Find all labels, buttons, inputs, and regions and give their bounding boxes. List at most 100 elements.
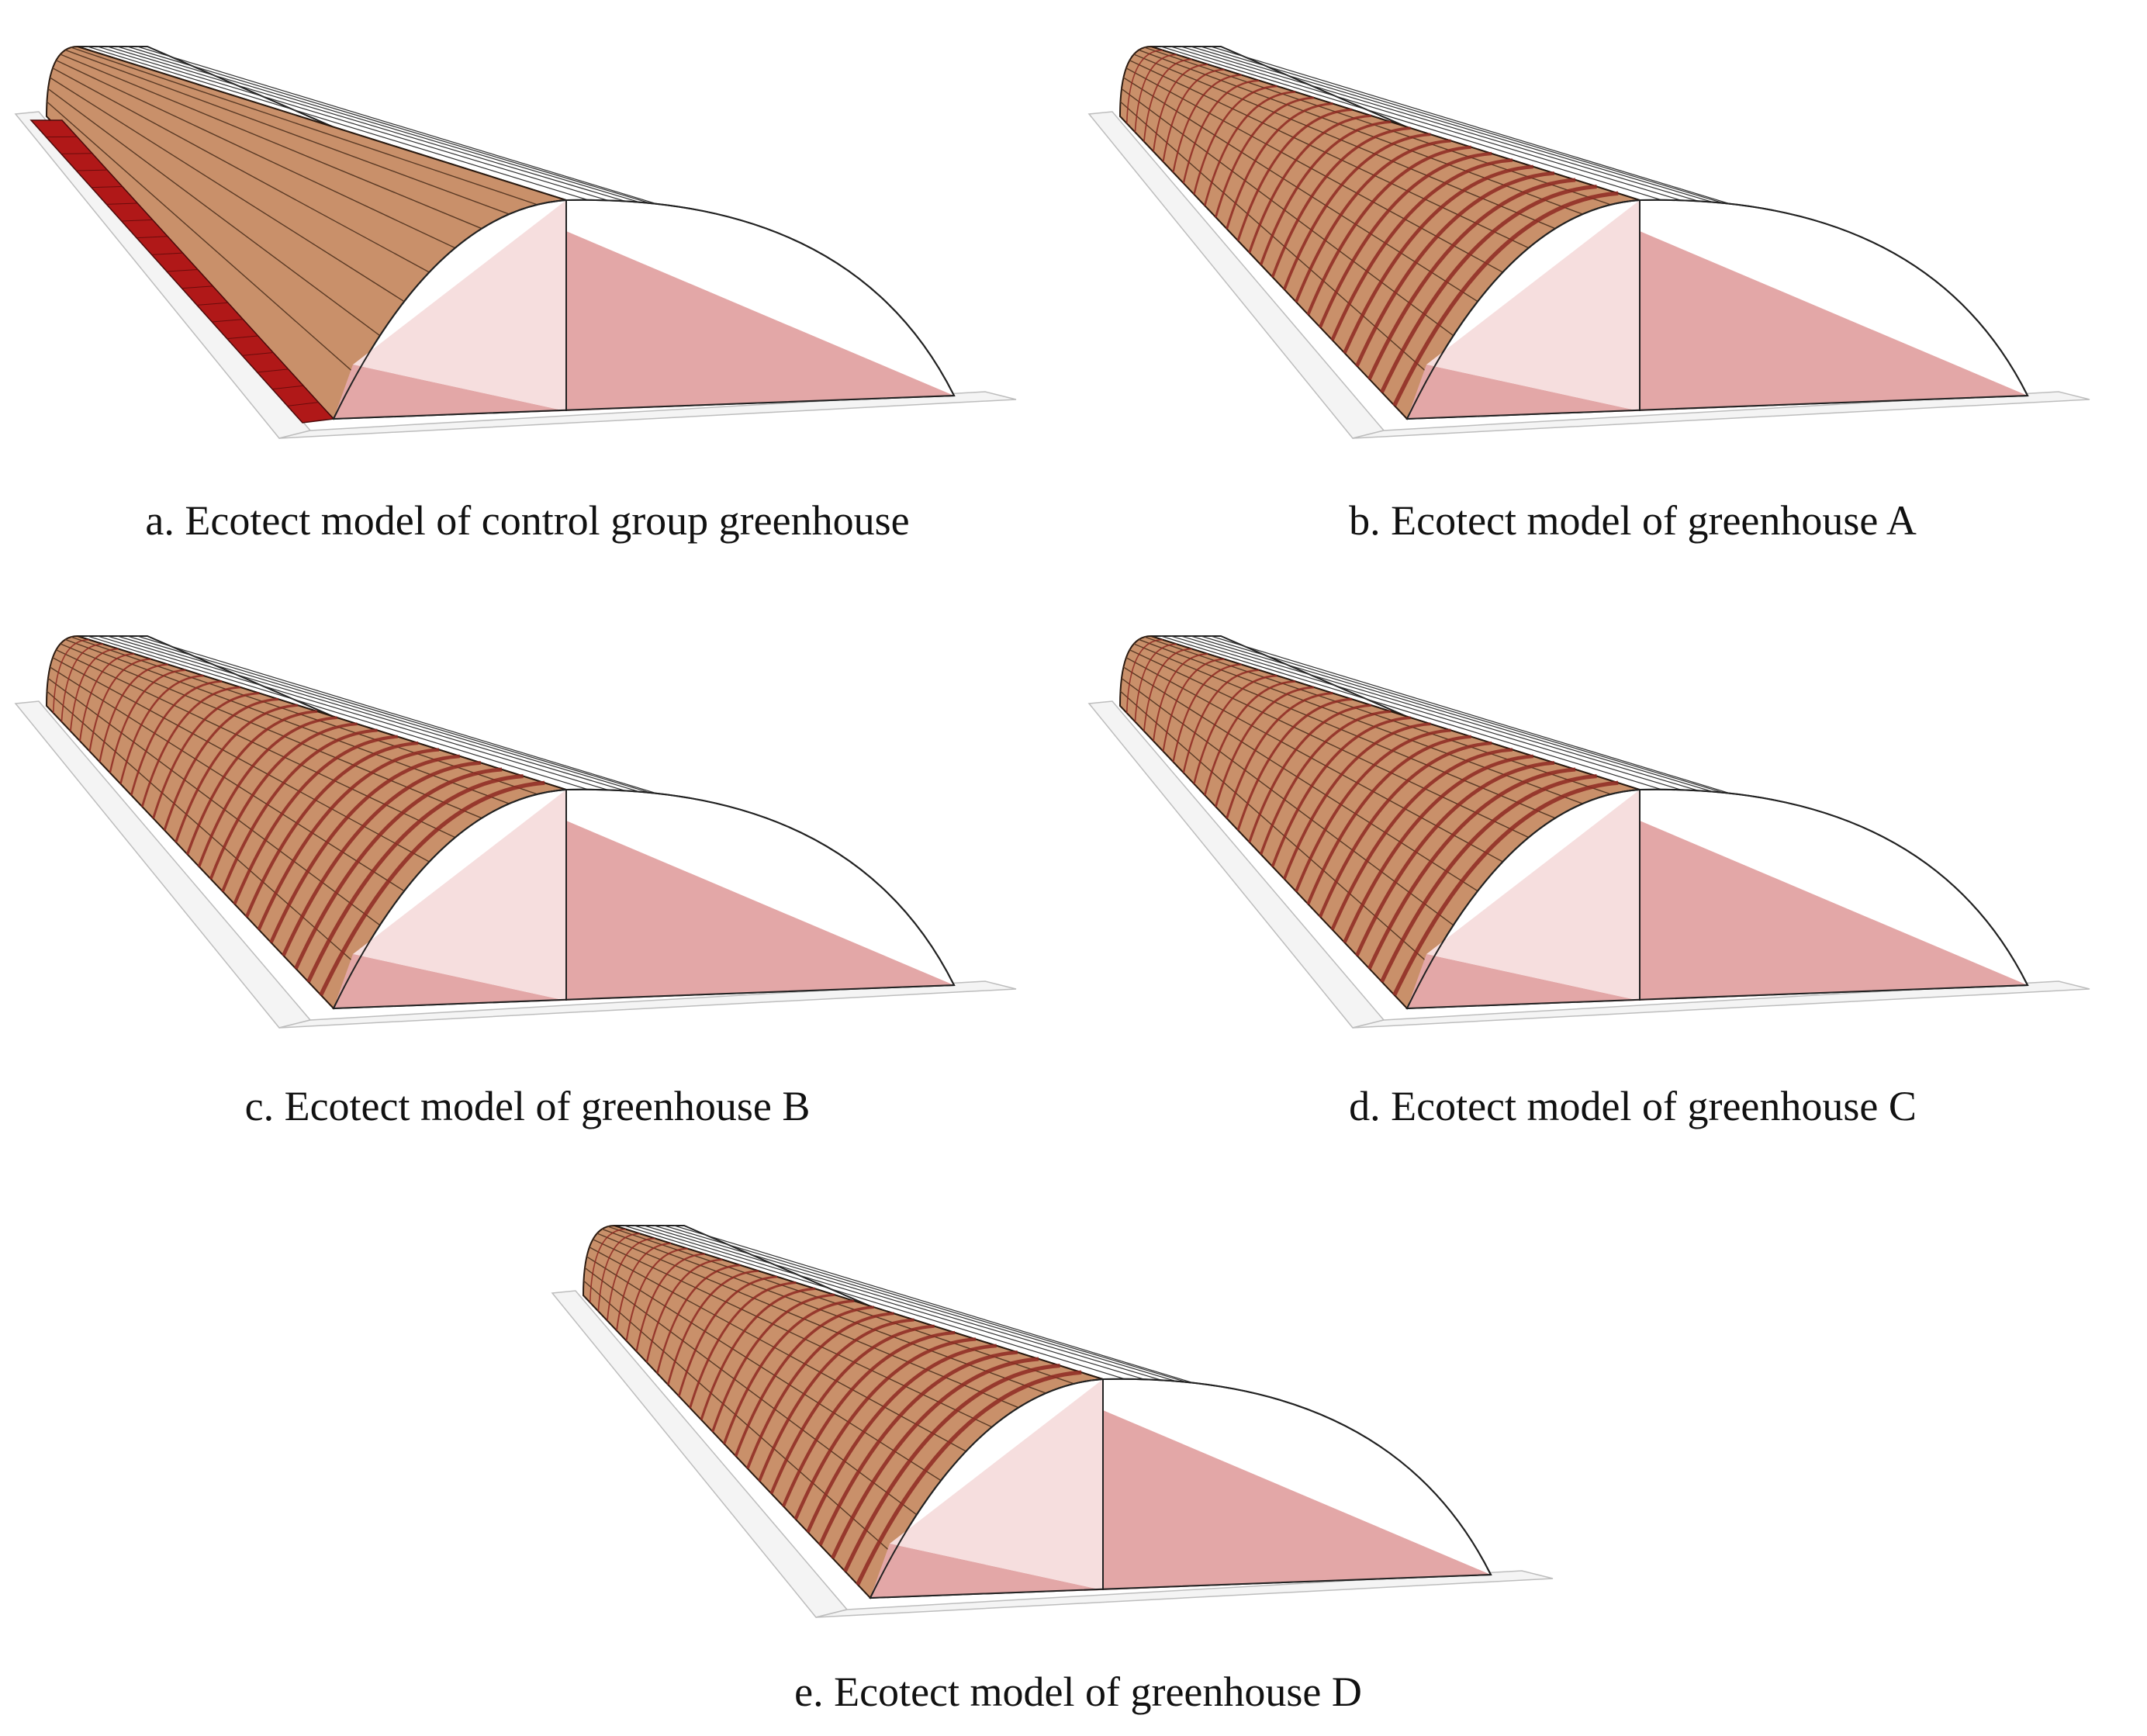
caption-b: b. Ecotect model of greenhouse A <box>1349 497 1917 544</box>
floor-grid-line <box>137 236 168 239</box>
roof-grid-rib <box>1271 126 1411 278</box>
roof-grid-rib <box>1143 648 1192 731</box>
roof-grid-rib <box>1172 663 1242 763</box>
greenhouse-model-d <box>1087 635 2090 1029</box>
roof-grid-rib <box>616 1243 672 1331</box>
floor-grid-line <box>91 186 123 188</box>
roof-longitudinal-line <box>1121 677 1454 926</box>
roof-grid-rib <box>130 680 223 796</box>
end-wall-light <box>1426 200 1640 411</box>
roof-grid-rib <box>1295 728 1451 892</box>
roof-longitudinal-line <box>593 1239 993 1428</box>
roof-grid-rib <box>1153 653 1208 742</box>
roof-grid-rib <box>1318 741 1492 918</box>
roof-grid-rib <box>793 1337 977 1520</box>
roof-grid-rib <box>1367 178 1576 380</box>
roof-longitudinal-line <box>1123 77 1478 303</box>
roof-grid-rib <box>1236 108 1353 241</box>
roof-grid-rib <box>1134 54 1177 133</box>
roof-longitudinal-line <box>1120 690 1430 965</box>
roof-ridge-line <box>127 46 693 216</box>
roof-longitudinal-line <box>50 77 405 303</box>
caption-c: c. Ecotect model of greenhouse B <box>244 1083 811 1129</box>
roof-grid-rib <box>1380 774 1597 983</box>
ground-strip-front <box>1352 391 2090 439</box>
end-wall-outline <box>1406 199 2029 420</box>
roof-grid-rib <box>319 780 545 996</box>
end-wall-light <box>353 200 566 411</box>
roof-grid-rib <box>1203 91 1296 206</box>
roof-grid-rib <box>689 1281 797 1409</box>
end-wall-pink-right <box>1103 1410 1491 1590</box>
end-wall-light <box>353 790 566 1001</box>
roof-grid-rib <box>1248 114 1371 254</box>
roof-grid-rib <box>666 1270 759 1385</box>
roof-longitudinal-line <box>60 54 482 230</box>
roof-ridge-line <box>673 1225 1253 1402</box>
roof-ridge-line <box>1170 635 1693 794</box>
roof-ridge-line <box>1201 635 1766 806</box>
roof-longitudinal-line <box>589 1247 966 1452</box>
greenhouse-model-c <box>14 635 1017 1029</box>
floor-grid-line <box>257 368 289 373</box>
roof-ridge-line <box>137 46 716 223</box>
roof-ridge-line <box>127 635 693 806</box>
end-wall-pink-left <box>1407 954 1640 1008</box>
roof-ridge-line <box>1181 46 1718 208</box>
end-wall-outline <box>870 1378 1492 1599</box>
roof-grid-rib <box>294 767 503 970</box>
roof-grid-rib <box>831 1357 1039 1559</box>
end-wall-outline <box>333 199 956 420</box>
roof-grid-rib <box>69 648 119 731</box>
roof-grid-rib <box>769 1324 935 1495</box>
roof-grid-rib <box>1271 716 1411 867</box>
roof-grid-rib <box>152 692 260 819</box>
roof-ridge-line <box>1170 46 1693 205</box>
roof-grid-rib <box>758 1318 914 1482</box>
roof-grid-rib <box>656 1264 741 1374</box>
roof-longitudinal-line <box>1125 657 1503 863</box>
roof-longitudinal-line <box>584 1267 918 1516</box>
roof-grid-rib <box>1214 96 1315 218</box>
ground-strip-front <box>1352 980 2090 1029</box>
roof-longitudinal-line <box>64 49 510 215</box>
panel-d <box>1074 590 2147 1179</box>
roof-ridge-line <box>1191 46 1743 212</box>
end-wall-pink-left <box>334 954 566 1008</box>
roof-ridge-line <box>97 635 620 794</box>
roof-grid-rib <box>1392 191 1619 406</box>
roof-longitudinal-line <box>71 47 538 206</box>
roof-longitudinal-line <box>607 1226 1074 1385</box>
roof-grid-rib <box>257 748 440 931</box>
roof-longitudinal-line <box>56 649 456 839</box>
roof-longitudinal-line <box>1144 636 1611 795</box>
roof-grid-rib <box>1125 638 1163 714</box>
roof-longitudinal-line <box>596 1233 1019 1409</box>
roof-longitudinal-line <box>1138 638 1583 804</box>
roof-longitudinal-line <box>56 60 456 249</box>
roof-grid-rib <box>1282 133 1431 290</box>
roof-longitudinal-line <box>1129 60 1530 249</box>
roof-grid-rib <box>209 722 358 880</box>
roof-grid-rib <box>1226 692 1333 819</box>
roof-grid-rib <box>1330 158 1513 341</box>
roof-grid-rib <box>745 1312 894 1469</box>
roof-ridge-line <box>634 1225 1156 1384</box>
floor-grid-line <box>121 219 153 222</box>
end-wall-light <box>890 1379 1103 1590</box>
roof-ridge-line <box>87 46 593 202</box>
roof-longitudinal-line <box>60 643 482 819</box>
roof-ridge-line <box>1191 635 1743 801</box>
roof-ridge-line <box>107 46 645 208</box>
roof-grid-rib <box>1355 171 1555 367</box>
roof-ridge-line <box>624 1225 1130 1382</box>
roof-longitudinal-line <box>1129 649 1530 839</box>
roof-grid-rib <box>1318 151 1492 328</box>
roof-ridge-line <box>654 1225 1206 1391</box>
roof-grid-rib <box>119 674 204 784</box>
roof-grid-rib <box>52 638 89 714</box>
roof-grid-rib <box>88 658 151 752</box>
roof-grid-rib <box>589 1228 626 1303</box>
roof-longitudinal-line <box>1120 101 1430 375</box>
roof-ridge-line <box>97 46 620 205</box>
